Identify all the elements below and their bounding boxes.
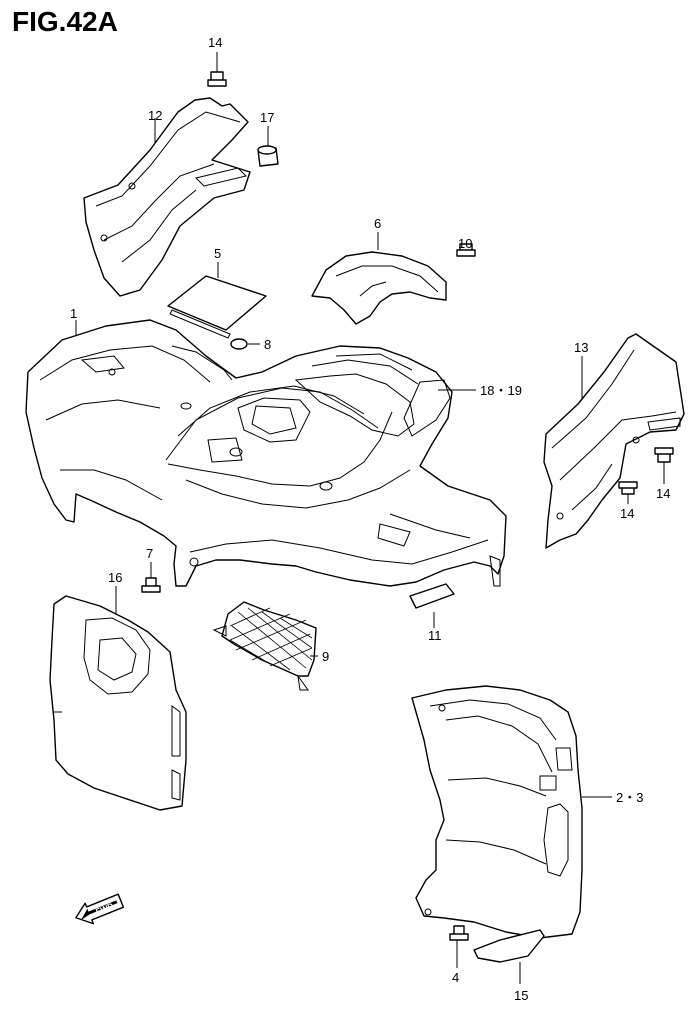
callout-4: 4 — [452, 970, 459, 985]
callout-7: 7 — [146, 546, 153, 561]
callout-8: 8 — [264, 337, 271, 352]
callout-15: 15 — [514, 988, 528, 1003]
callout-13: 13 — [574, 340, 588, 355]
callout-16: 16 — [108, 570, 122, 585]
bolt-10 — [456, 243, 476, 257]
forward-direction-marker: FWD — [75, 893, 125, 925]
figure-title: FIG.42A — [12, 6, 118, 37]
callout-6: 6 — [374, 216, 381, 231]
callout-2-3: 2・3 — [616, 790, 643, 805]
callout-11: 11 — [428, 628, 442, 643]
trim-15 — [473, 929, 545, 984]
callout-14-right-b: 14 — [620, 506, 634, 521]
front-fender-1 — [25, 319, 507, 587]
bolt-14-right-b — [618, 481, 638, 504]
tape-11 — [409, 583, 455, 628]
callout-1: 1 — [70, 306, 77, 321]
screw-7 — [141, 562, 161, 593]
screw-4 — [449, 925, 469, 968]
cover-6 — [311, 232, 447, 325]
mud-guard-2-3 — [411, 685, 612, 939]
callout-17: 17 — [260, 110, 274, 125]
callout-10: 10 — [458, 236, 472, 251]
grille-9 — [212, 601, 318, 691]
nut-8 — [230, 338, 260, 350]
inner-panel-13 — [543, 333, 685, 549]
callout-5: 5 — [214, 246, 221, 261]
grommet-17 — [257, 126, 279, 167]
callout-18-19: 18・19 — [480, 383, 522, 398]
bolt-14-right-a — [654, 447, 674, 484]
guard-plate-16 — [49, 586, 187, 811]
callout-9: 9 — [322, 649, 329, 664]
inner-panel-12 — [83, 97, 251, 297]
callout-14-top: 14 — [208, 35, 222, 50]
callout-14-right-a: 14 — [656, 486, 670, 501]
callout-12: 12 — [148, 108, 162, 123]
pad-5 — [167, 262, 267, 339]
bolt-14-top — [207, 52, 227, 87]
